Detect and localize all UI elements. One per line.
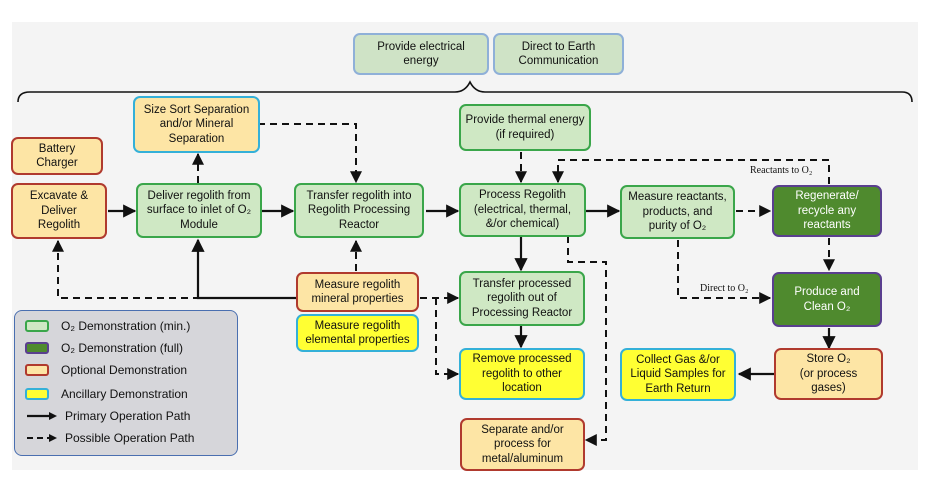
- legend-item-primary: Primary Operation Path: [25, 409, 190, 423]
- produce-and-clean-o2-box: Produce and Clean O₂: [772, 272, 882, 327]
- legend-solid-arrow-icon: [27, 412, 57, 420]
- arrow-sizesort-to-transfer: [258, 123, 362, 184]
- excavate-deliver-regolith-box: Excavate & Deliver Regolith: [11, 183, 107, 239]
- arrow-mineral-to-deliver: [191, 238, 296, 300]
- direct-to-earth-communication-box: Direct to Earth Communication: [493, 33, 624, 75]
- legend-swatch-optional: [25, 364, 49, 376]
- measure-regolith-mineral-box: Measure regolith mineral properties: [296, 272, 419, 312]
- deliver-regolith-box: Deliver regolith from surface to inlet o…: [136, 183, 262, 238]
- arrow-mineral-to-remove: [435, 298, 460, 380]
- legend-label: O₂ Demonstration (full): [61, 341, 184, 355]
- measure-reactants-box: Measure reactants, products, and purity …: [620, 185, 735, 239]
- legend-label: Ancillary Demonstration: [61, 387, 188, 401]
- legend-swatch-ancillary: [25, 388, 49, 400]
- legend-item-possible: Possible Operation Path: [25, 431, 194, 445]
- measure-regolith-elemental-box: Measure regolith elemental properties: [296, 314, 419, 352]
- regenerate-recycle-box: Regenerate/ recycle any reactants: [772, 185, 882, 237]
- legend-label: Possible Operation Path: [65, 431, 195, 445]
- transfer-processed-regolith-out-box: Transfer processed regolith out of Proce…: [459, 271, 585, 326]
- legend-swatch-min: [25, 320, 49, 332]
- legend-swatch-full: [25, 342, 49, 354]
- legend-label: Optional Demonstration: [61, 363, 188, 377]
- battery-charger-box: Battery Charger: [11, 137, 103, 175]
- process-regolith-box: Process Regolith (electrical, thermal, &…: [459, 183, 586, 237]
- provide-electrical-energy-box: Provide electrical energy: [353, 33, 489, 75]
- overall-brace: [17, 80, 913, 103]
- legend-label: Primary Operation Path: [65, 409, 191, 423]
- collect-gas-samples-box: Collect Gas &/or Liquid Samples for Eart…: [620, 348, 736, 401]
- arrow-regenerate-to-process: [552, 159, 830, 184]
- separate-process-metal-box: Separate and/or process for metal/alumin…: [460, 418, 585, 471]
- legend-item-min: O₂ Demonstration (min.): [25, 319, 190, 333]
- direct-to-o2-label: Direct to O₂: [700, 283, 749, 294]
- arrow-process-to-separate: [567, 236, 607, 446]
- size-sort-label: Size Sort Separation and/or Mineral Sepa…: [143, 103, 250, 145]
- legend-item-ancillary: Ancillary Demonstration: [25, 387, 188, 401]
- store-o2-box: Store O₂ (or process gases): [774, 348, 883, 400]
- legend-dashed-arrow-icon: [27, 434, 57, 442]
- legend-item-full: O₂ Demonstration (full): [25, 341, 183, 355]
- arrow-mineral-to-excavate: [52, 239, 296, 299]
- remove-processed-regolith-box: Remove processed regolith to other locat…: [459, 348, 585, 400]
- legend-item-optional: Optional Demonstration: [25, 363, 187, 377]
- provide-thermal-energy-box: Provide thermal energy (if required): [459, 104, 591, 151]
- reactants-to-o2-label: Reactants to O₂: [750, 165, 813, 176]
- size-sort-separation-box: Size Sort Separation and/or Mineral Sepa…: [133, 96, 260, 153]
- legend: O₂ Demonstration (min.) O₂ Demonstration…: [14, 310, 238, 456]
- transfer-regolith-into-reactor-box: Transfer regolith into Regolith Processi…: [294, 183, 424, 238]
- legend-label: O₂ Demonstration (min.): [61, 319, 191, 333]
